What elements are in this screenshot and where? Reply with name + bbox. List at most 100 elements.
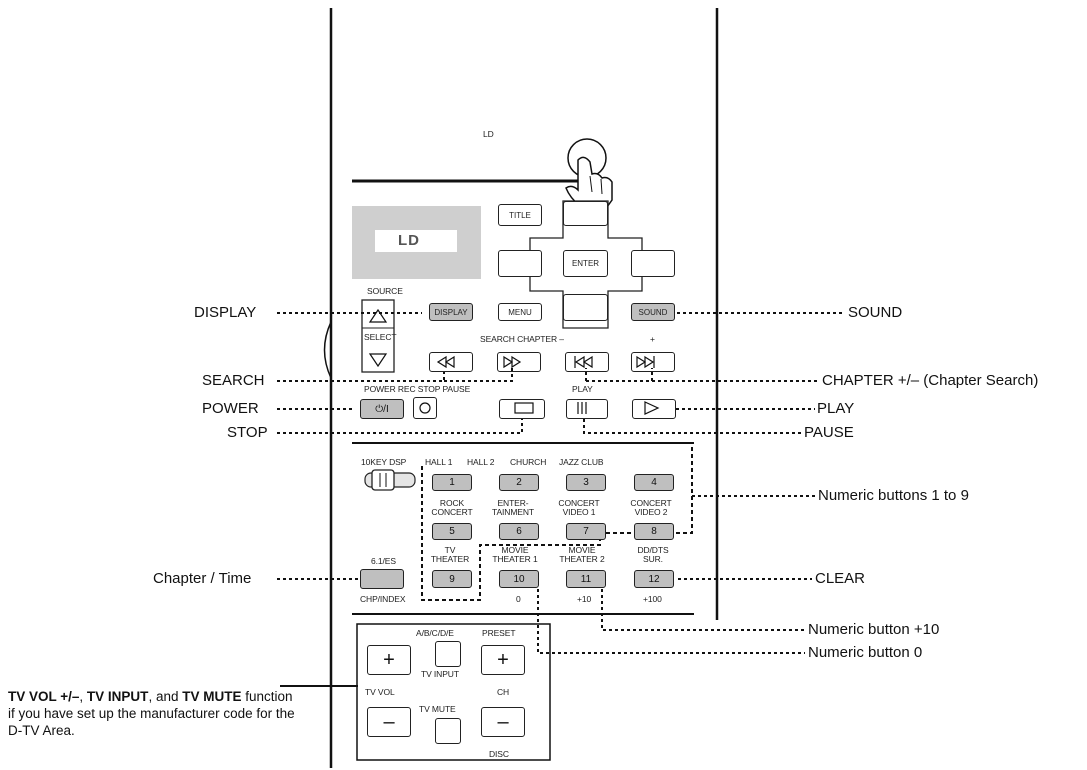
menu-button[interactable]: MENU [498, 303, 542, 321]
side-bump [323, 321, 332, 379]
entertainment-label: ENTER- TAINMENT [491, 498, 534, 517]
play-icon [644, 401, 660, 415]
dd-dts-sur-label: DD/DTS SUR. [637, 545, 669, 564]
chapter-minus-icon [574, 355, 593, 369]
tv-mute-button[interactable] [435, 718, 461, 744]
tenkey-dsp-switch [364, 469, 416, 491]
tv-vol-up-button[interactable]: + [367, 645, 411, 675]
search-rev-icon [436, 355, 455, 369]
chp-index-label: CHP/INDEX [360, 594, 406, 604]
chapter-time-button[interactable] [360, 569, 404, 589]
ch-down-button[interactable]: – [481, 707, 525, 737]
hall1-label: HALL 1 [425, 457, 453, 467]
stop-button[interactable] [499, 399, 545, 419]
num-10-button[interactable]: 10 [499, 570, 539, 588]
source-label: SOURCE [367, 286, 403, 296]
tv-input-label: TV INPUT [421, 669, 459, 679]
search-chapter-label: SEARCH CHAPTER – [480, 334, 564, 344]
power-button[interactable]: ⏻/I [360, 399, 404, 419]
mode-label: LD [483, 129, 494, 139]
enter-button[interactable]: ENTER [563, 250, 608, 277]
display-window [375, 230, 457, 252]
jazz-club-label: JAZZ CLUB [559, 457, 604, 467]
num-11-button[interactable]: 11 [566, 570, 606, 588]
hall2-label: HALL 2 [467, 457, 495, 467]
title-button[interactable]: TITLE [498, 204, 542, 226]
select-down-icon [368, 353, 388, 368]
disc-label: DISC [489, 749, 509, 759]
callout-numeric-1-9: Numeric buttons 1 to 9 [818, 487, 969, 504]
chapter-plus-button[interactable] [631, 352, 675, 372]
callout-numeric-plus10: Numeric button +10 [808, 621, 940, 638]
cursor-left-button[interactable] [498, 250, 542, 277]
display-button[interactable]: DISPLAY [429, 303, 473, 321]
abcde-label: A/B/C/D/E [416, 628, 454, 638]
rec-button[interactable] [413, 397, 437, 419]
callout-pause: PAUSE [804, 424, 854, 441]
movie-theater2-label: MOVIE THEATER 2 [559, 545, 605, 564]
callout-play: PLAY [817, 400, 855, 417]
num-3-button[interactable]: 3 [566, 474, 606, 491]
leader-search-right [444, 368, 513, 382]
source-up-icon [368, 308, 388, 323]
leader-stop [277, 419, 523, 434]
callout-power: POWER [202, 400, 259, 417]
callout-stop: STOP [227, 424, 268, 441]
callout-numeric-0: Numeric button 0 [808, 644, 923, 661]
stop-icon [514, 402, 534, 414]
church-label: CHURCH [510, 457, 547, 467]
power-rec-stop-pause-label: POWER REC STOP PAUSE [364, 384, 471, 394]
num-9-button[interactable]: 9 [432, 570, 472, 588]
sub-plus100-label: +100 [643, 594, 662, 604]
num-8-button[interactable]: 8 [634, 523, 674, 540]
cursor-right-button[interactable] [631, 250, 675, 277]
select-label: SELECT [364, 332, 397, 342]
num-6-button[interactable]: 6 [499, 523, 539, 540]
tenkey-dsp-label: 10KEY DSP [361, 457, 407, 467]
play-label: PLAY [572, 384, 593, 394]
tv-function-note: TV VOL +/–, TV INPUT, and TV MUTE functi… [8, 689, 295, 738]
cursor-pad-outline [529, 200, 643, 329]
leader-plus10 [601, 589, 805, 631]
callout-search: SEARCH [202, 372, 265, 389]
sub-plus10-label: +10 [577, 594, 592, 604]
chapter-plus-label: + [650, 334, 655, 344]
callout-display: DISPLAY [194, 304, 257, 321]
tv-vol-label: TV VOL [365, 687, 395, 697]
leader-pause [583, 419, 802, 434]
sound-button[interactable]: SOUND [631, 303, 675, 321]
ch-up-button[interactable]: + [481, 645, 525, 675]
concert-video1-label: CONCERT VIDEO 1 [558, 498, 600, 517]
num-7-button[interactable]: 7 [566, 523, 606, 540]
num-5-button[interactable]: 5 [432, 523, 472, 540]
numeric-group-outline [421, 447, 693, 601]
num-1-button[interactable]: 1 [432, 474, 472, 491]
rock-concert-label: ROCK CONCERT [431, 498, 473, 517]
concert-video2-label: CONCERT VIDEO 2 [630, 498, 672, 517]
num-12-button[interactable]: 12 [634, 570, 674, 588]
leader-search-left [277, 368, 445, 382]
callout-sound: SOUND [848, 304, 903, 321]
callout-chapter-time: Chapter / Time [153, 570, 252, 587]
rec-icon [419, 402, 431, 414]
pause-button[interactable] [566, 399, 608, 419]
search-rev-button[interactable] [429, 352, 473, 372]
tv-theater-label: TV THEATER [430, 545, 470, 564]
play-button[interactable] [632, 399, 676, 419]
search-fwd-button[interactable] [497, 352, 541, 372]
tv-vol-down-button[interactable]: – [367, 707, 411, 737]
callout-clear: CLEAR [815, 570, 866, 587]
search-fwd-icon [503, 355, 522, 369]
cursor-down-button[interactable] [563, 294, 608, 321]
finger-icon [565, 138, 613, 215]
chapter-minus-button[interactable] [565, 352, 609, 372]
callout-chapter: CHAPTER +/– (Chapter Search) [822, 372, 1039, 389]
sub-0-label: 0 [516, 594, 521, 604]
cursor-up-button[interactable] [563, 201, 608, 226]
tv-input-button[interactable] [435, 641, 461, 667]
preset-label: PRESET [482, 628, 516, 638]
num-2-button[interactable]: 2 [499, 474, 539, 491]
num-4-button[interactable]: 4 [634, 474, 674, 491]
display-text: LD [398, 232, 420, 249]
pause-icon [577, 402, 587, 414]
